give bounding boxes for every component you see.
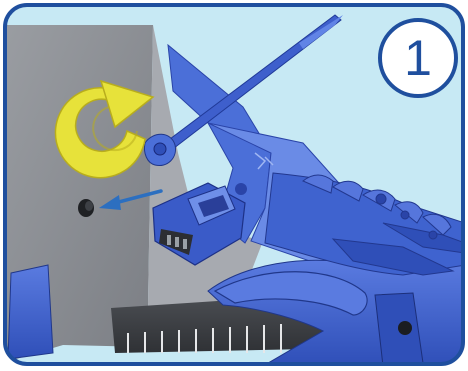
blue-latch-arm [213, 271, 368, 316]
grille-slots [127, 324, 282, 353]
illustration-frame: 1 [3, 3, 465, 366]
ribbed-mechanism [264, 172, 463, 276]
blue-foot [7, 264, 54, 360]
bracket-emboss-mark [254, 152, 274, 170]
frame-border [3, 3, 465, 366]
removal-direction-arrow-icon [99, 189, 163, 210]
lever-hinge [144, 133, 176, 167]
step-number-circle [378, 18, 458, 98]
gray-panel-bevel [148, 25, 263, 347]
step-number: 1 [404, 30, 432, 86]
pivot-screw [398, 321, 412, 335]
rotate-counterclockwise-arrow-icon [54, 79, 155, 179]
step-number-badge: 1 [376, 16, 460, 100]
clip-housing [152, 182, 247, 266]
removed-cap-part [78, 199, 94, 217]
